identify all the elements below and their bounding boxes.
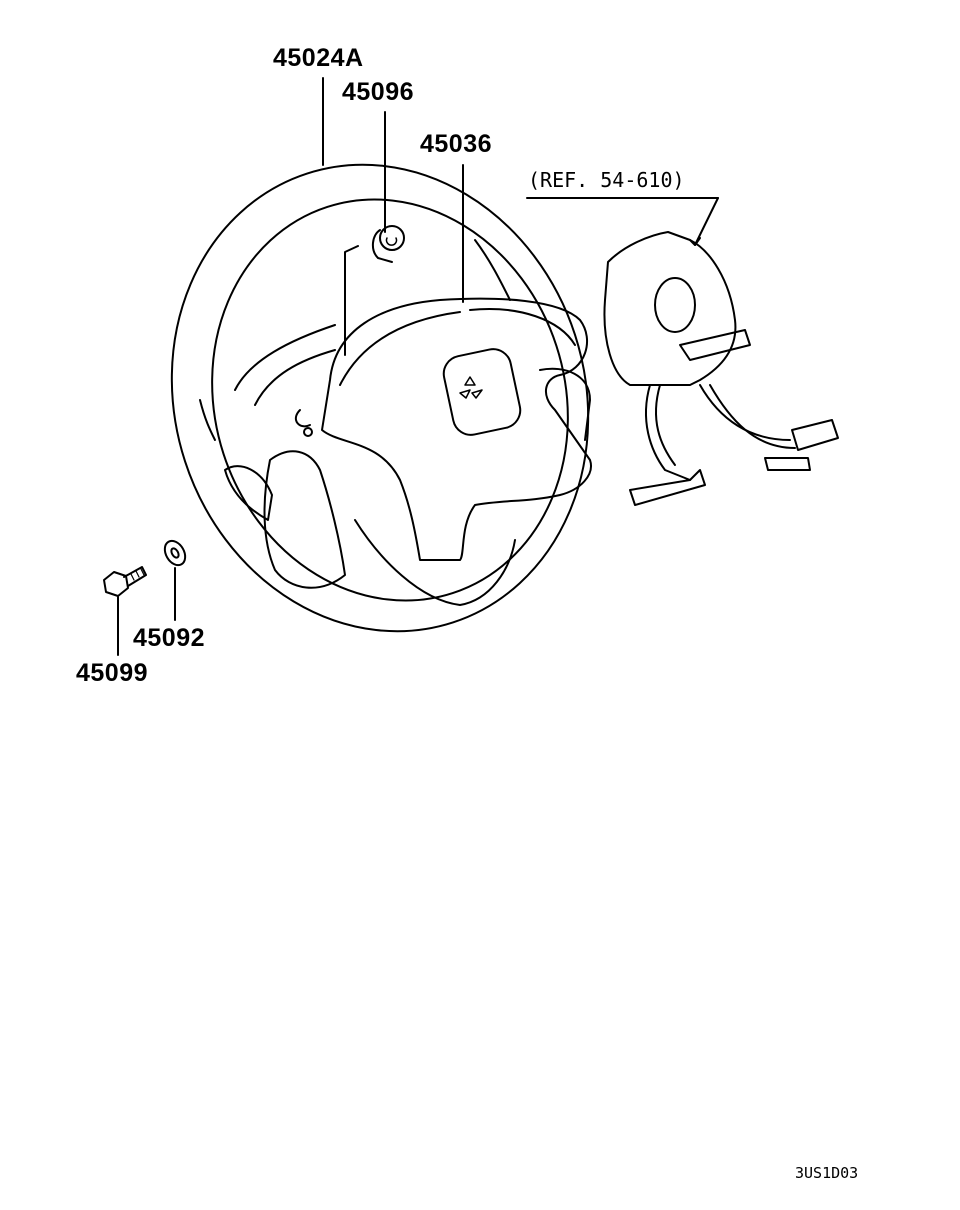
washer-drawing — [163, 539, 187, 567]
drawing-code: 3US1D03 — [795, 1164, 859, 1182]
steering-wheel-drawing — [170, 163, 592, 633]
reference-label[interactable]: (REF. 54-610) — [528, 168, 685, 192]
bolt-drawing — [103, 566, 147, 597]
part-label-washer[interactable]: 45092 — [133, 624, 206, 652]
part-label-airbag-module[interactable]: 45036 — [420, 130, 493, 158]
part-label-steering-wheel[interactable]: 45024A — [273, 44, 364, 72]
leader-lines — [117, 77, 719, 656]
part-label-nut[interactable]: 45096 — [342, 78, 415, 106]
clock-spring-drawing — [603, 231, 839, 506]
part-label-bolt[interactable]: 45099 — [76, 659, 149, 687]
